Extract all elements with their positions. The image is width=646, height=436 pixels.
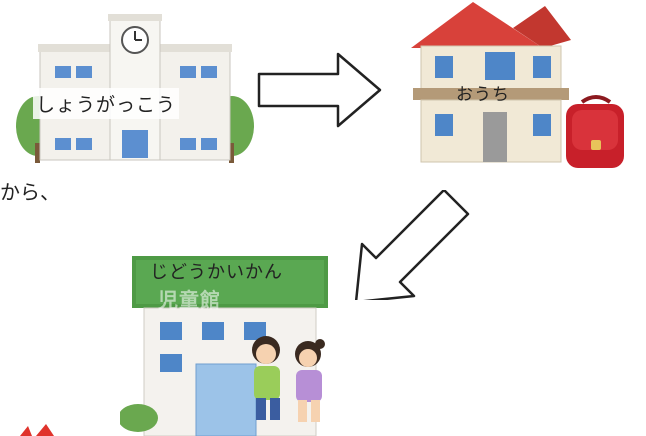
- home-label: おうち: [456, 85, 510, 105]
- red-mark-icon: [20, 424, 60, 436]
- arrow-down-left-icon: [352, 190, 470, 300]
- arrow-right-icon: [256, 50, 384, 130]
- children-center-sign: 児童館: [158, 288, 221, 312]
- randoseru-icon: [560, 92, 632, 172]
- home-illustration: [393, 0, 573, 166]
- school-illustration: [10, 8, 260, 166]
- children-center-label: じどうかいかん: [150, 262, 283, 283]
- children-center-illustration: [120, 248, 360, 436]
- school-label: しょうがっこう: [33, 88, 180, 119]
- side-text: から、: [0, 180, 60, 204]
